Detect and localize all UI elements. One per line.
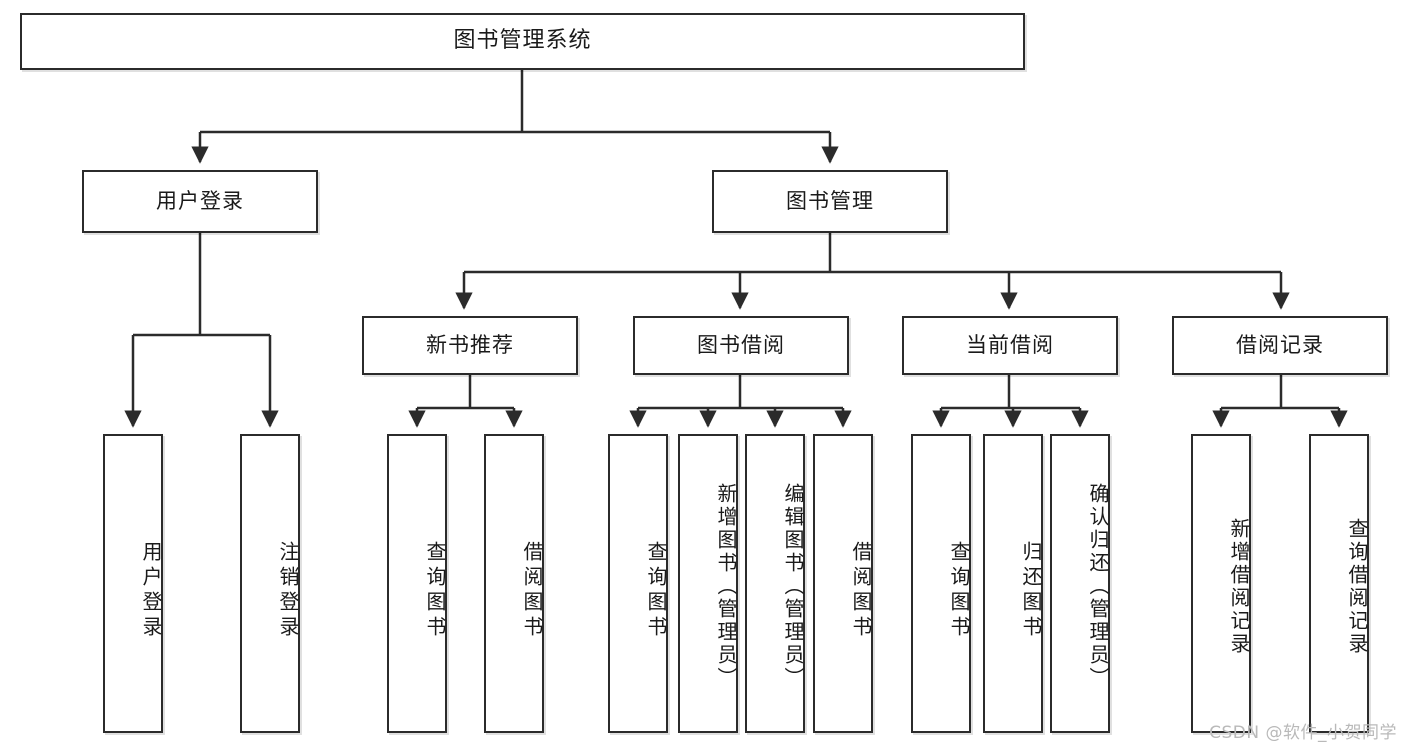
leaf-confirm-return[interactable]: 确认归还（管理员） — [1050, 434, 1110, 733]
node-borrow-record-label: 借阅记录 — [1236, 332, 1324, 357]
leaf-borrow-book-1[interactable]: 借阅图书 — [484, 434, 544, 733]
node-book-borrow-label: 图书借阅 — [697, 332, 785, 357]
node-user-login-label: 用户登录 — [156, 188, 244, 213]
node-book-borrow[interactable]: 图书借阅 — [633, 316, 849, 375]
node-new-book-rec-label: 新书推荐 — [426, 332, 514, 357]
leaf-user-logout[interactable]: 注销登录 — [240, 434, 300, 733]
leaf-user-login[interactable]: 用户登录 — [103, 434, 163, 733]
leaf-borrow-book-2[interactable]: 借阅图书 — [813, 434, 873, 733]
node-book-manage[interactable]: 图书管理 — [712, 170, 948, 233]
node-root[interactable]: 图书管理系统 — [20, 13, 1025, 70]
leaf-add-book-label: 新增图书（管理员） — [714, 483, 738, 690]
node-book-manage-label: 图书管理 — [786, 188, 874, 213]
leaf-query-book-1[interactable]: 查询图书 — [387, 434, 447, 733]
node-current-borrow-label: 当前借阅 — [966, 332, 1054, 357]
leaf-query-book-1-label: 查询图书 — [423, 540, 447, 641]
node-borrow-record[interactable]: 借阅记录 — [1172, 316, 1388, 375]
leaf-query-book-2-label: 查询图书 — [644, 540, 668, 641]
leaf-confirm-return-label: 确认归还（管理员） — [1086, 483, 1110, 690]
watermark: CSDN @软件_小贺同学 — [1209, 723, 1397, 743]
leaf-borrow-book-2-label: 借阅图书 — [849, 540, 873, 641]
leaf-return-book-label: 归还图书 — [1019, 540, 1043, 641]
leaf-edit-book[interactable]: 编辑图书（管理员） — [745, 434, 805, 733]
leaf-query-record[interactable]: 查询借阅记录 — [1309, 434, 1369, 733]
leaf-query-record-label: 查询借阅记录 — [1345, 517, 1369, 656]
node-root-label: 图书管理系统 — [453, 28, 592, 54]
node-current-borrow[interactable]: 当前借阅 — [902, 316, 1118, 375]
leaf-add-record[interactable]: 新增借阅记录 — [1191, 434, 1251, 733]
leaf-add-book[interactable]: 新增图书（管理员） — [678, 434, 738, 733]
leaf-borrow-book-1-label: 借阅图书 — [520, 540, 544, 641]
node-user-login[interactable]: 用户登录 — [82, 170, 318, 233]
node-new-book-rec[interactable]: 新书推荐 — [362, 316, 578, 375]
leaf-return-book[interactable]: 归还图书 — [983, 434, 1043, 733]
leaf-user-logout-label: 注销登录 — [276, 540, 300, 641]
leaf-user-login-label: 用户登录 — [139, 540, 163, 641]
leaf-query-book-3[interactable]: 查询图书 — [911, 434, 971, 733]
leaf-query-book-2[interactable]: 查询图书 — [608, 434, 668, 733]
leaf-edit-book-label: 编辑图书（管理员） — [781, 483, 805, 690]
leaf-query-book-3-label: 查询图书 — [947, 540, 971, 641]
leaf-add-record-label: 新增借阅记录 — [1227, 517, 1251, 656]
